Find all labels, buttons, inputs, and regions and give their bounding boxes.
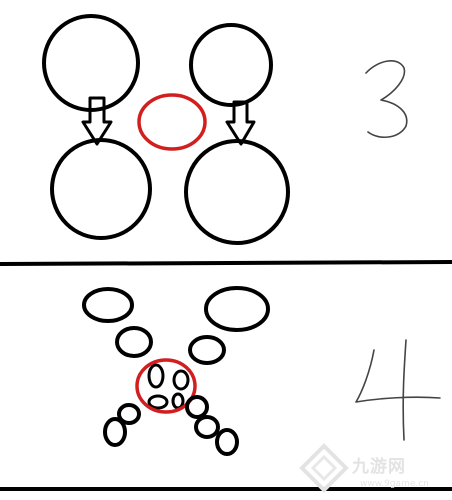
oval-top-right xyxy=(204,286,270,332)
divider-top xyxy=(0,260,452,266)
handwritten-3 xyxy=(365,60,408,139)
top-left-circle xyxy=(42,14,140,112)
panel-4: 4 xyxy=(82,286,441,456)
watermark-logo-icon xyxy=(299,443,349,493)
bottom-left-circle xyxy=(50,138,152,240)
oval-low-right xyxy=(185,395,209,419)
highlight-circle xyxy=(135,358,197,414)
top-right-circle xyxy=(189,23,273,107)
oval-top-left xyxy=(82,287,134,323)
oval-mid-right xyxy=(188,335,226,365)
down-arrow-icon xyxy=(81,96,113,146)
oval-bottom-left xyxy=(103,417,127,447)
highlight-circle xyxy=(137,93,207,151)
panel-3-label: 3 xyxy=(385,100,391,111)
center-oval-a xyxy=(147,363,165,389)
oval-mid-left xyxy=(115,326,153,358)
watermark-url: www.9game.cn xyxy=(360,479,429,489)
oval-bottom-right-a xyxy=(194,415,220,439)
watermark: www.9game.cn xyxy=(299,443,429,493)
center-oval-d xyxy=(171,392,185,410)
oval-low-left xyxy=(117,403,141,425)
panel-4-label: 4 xyxy=(396,384,402,395)
oval-bottom-right-b xyxy=(215,428,239,456)
down-arrow-icon xyxy=(225,100,256,146)
panel-3: 3 xyxy=(42,14,408,245)
watermark-logo-icon xyxy=(310,454,338,482)
center-oval-c xyxy=(147,394,169,410)
center-oval-b xyxy=(172,369,190,391)
handwritten-4 xyxy=(355,339,441,441)
watermark-title: 九游网 xyxy=(352,457,406,477)
bottom-right-circle xyxy=(184,139,290,245)
